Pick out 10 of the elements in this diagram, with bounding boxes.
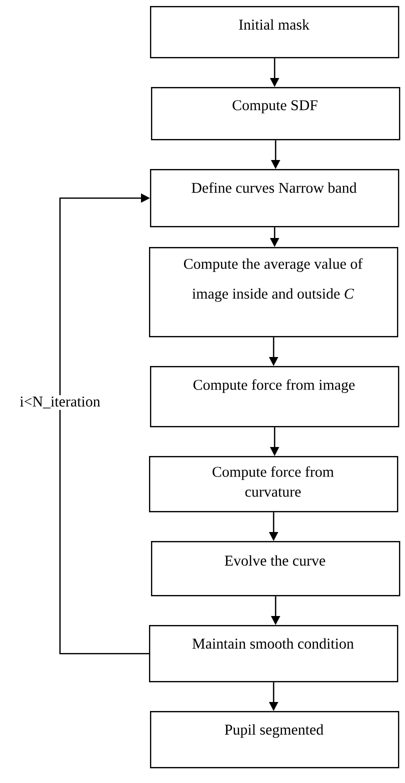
process-box: Evolve the curve: [151, 541, 400, 596]
process-box: Initial mask: [150, 6, 400, 58]
process-box: Compute SDF: [151, 87, 400, 140]
process-box: Compute force from image: [150, 366, 400, 428]
process-box: Maintain smooth condition: [149, 625, 398, 682]
process-box: Compute the average value of image inside and outside C: [149, 247, 398, 338]
process-box: Define curves Narrow band: [150, 169, 400, 228]
edge-label: i<N_iteration: [18, 395, 102, 410]
process-box: Compute force from curvature: [149, 456, 398, 512]
process-box: Pupil segmented: [150, 711, 400, 768]
